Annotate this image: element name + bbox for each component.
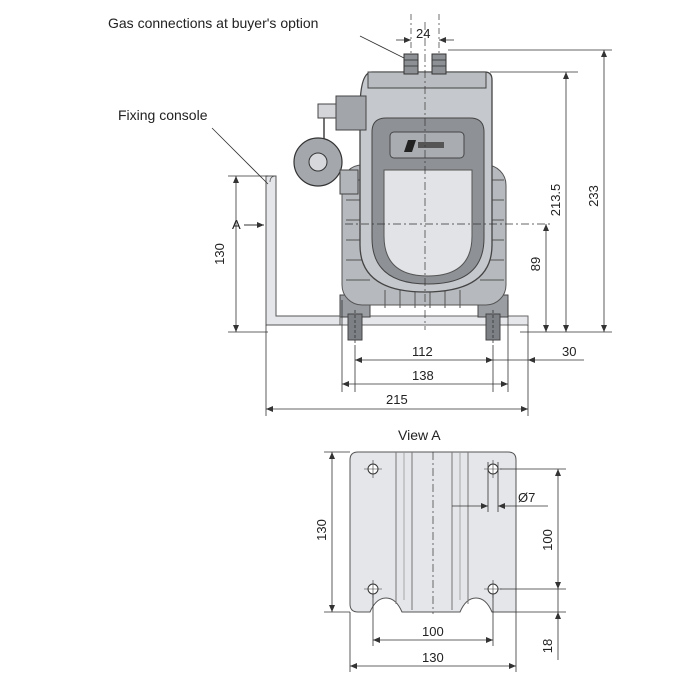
- svg-text:233: 233: [586, 185, 601, 207]
- view-a-plate: [349, 451, 517, 614]
- svg-text:24: 24: [416, 26, 430, 41]
- svg-text:215: 215: [386, 392, 408, 407]
- svg-text:138: 138: [412, 368, 434, 383]
- svg-text:112: 112: [412, 344, 433, 359]
- svg-text:30: 30: [562, 344, 576, 359]
- compressor-drawing: [271, 14, 552, 345]
- gas-connections-label: Gas connections at buyer's option: [108, 15, 318, 31]
- cable-gland: [317, 95, 367, 140]
- view-dimension-130-horizontal: 130: [349, 612, 517, 672]
- fixing-console-leader: [211, 127, 269, 185]
- top-cap: [367, 71, 487, 89]
- dimension-213-5: 213.5: [490, 71, 578, 332]
- svg-text:89: 89: [528, 257, 543, 271]
- gas-connection-left: [403, 53, 419, 75]
- view-a-title: View A: [398, 427, 441, 443]
- view-dimension-100-horizontal: 100: [372, 594, 494, 646]
- mounting-hole-top-right: [484, 460, 502, 478]
- view-dimension-18: 18: [516, 589, 566, 660]
- svg-text:100: 100: [422, 624, 444, 639]
- mounting-hole-top-left: [364, 460, 382, 478]
- fixing-console: [265, 175, 341, 326]
- svg-text:100: 100: [540, 529, 555, 551]
- view-dimension-100-vertical: 100: [500, 468, 566, 590]
- logo-mark: [404, 140, 416, 152]
- fixing-console-label: Fixing console: [118, 107, 208, 123]
- view-dimension-diameter: Ø7: [452, 462, 548, 512]
- gas-connections-leader: [359, 35, 405, 59]
- svg-text:Ø7: Ø7: [518, 490, 535, 505]
- dimension-138: 138: [341, 300, 509, 392]
- dimension-30: 30: [493, 325, 584, 366]
- view-a-marker: A: [232, 217, 241, 232]
- svg-text:130: 130: [422, 650, 444, 665]
- svg-text:18: 18: [540, 639, 555, 653]
- view-dimension-130-vertical: 130: [314, 451, 350, 613]
- dimension-112: 112: [354, 344, 494, 392]
- svg-text:130: 130: [314, 519, 329, 541]
- dimension-215: 215: [265, 325, 529, 416]
- front-panel: [383, 169, 473, 277]
- mounting-hole-bottom-left: [364, 580, 382, 598]
- gas-connection-right: [431, 53, 447, 75]
- svg-text:213.5: 213.5: [548, 184, 563, 217]
- dimension-89: 89: [528, 224, 549, 332]
- svg-text:130: 130: [212, 243, 227, 265]
- dimension-24: 24: [396, 26, 454, 43]
- capacitor: [293, 137, 359, 195]
- dimension-console-130: 130: [212, 175, 268, 333]
